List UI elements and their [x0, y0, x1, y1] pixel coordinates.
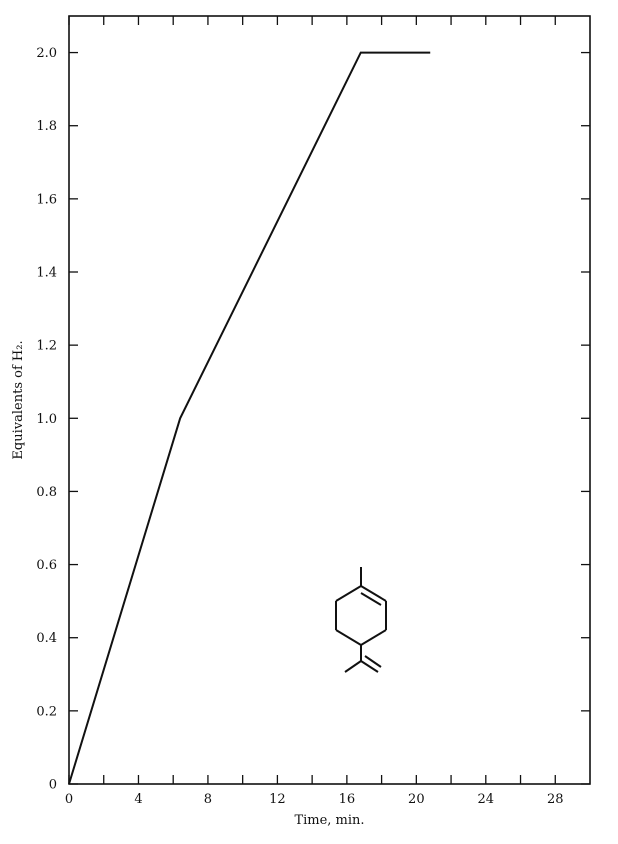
x-axis-tick-labels: 0 4 8 12 16 20 24 28 — [65, 792, 564, 807]
y-tick-label: 0 — [49, 778, 57, 793]
plot-frame — [68, 15, 591, 785]
y-tick-label: 1.8 — [36, 119, 57, 134]
x-tick-label: 0 — [65, 792, 73, 807]
y-axis-title: Equivalents of H₂. — [11, 340, 26, 459]
y-tick-label: 0.8 — [36, 485, 57, 500]
x-tick-label: 24 — [478, 792, 495, 807]
x-axis-ticks — [68, 16, 556, 784]
bond-ring-1 — [360, 585, 387, 602]
bond-ring-6 — [335, 585, 362, 602]
y-tick-label: 0.4 — [36, 631, 57, 646]
bond-methyl-2 — [344, 660, 362, 673]
series-line — [68, 51, 431, 785]
y-tick-label: 1.2 — [36, 339, 57, 354]
x-tick-label: 4 — [134, 792, 142, 807]
y-axis-tick-labels: 0 0.2 0.4 0.6 0.8 1.0 1.2 1.4 1.6 1.8 2.0 — [36, 46, 57, 792]
bond-ring-3 — [360, 629, 387, 646]
limonene-structure-icon — [335, 567, 387, 673]
bond-methylene-double — [364, 655, 382, 668]
x-tick-label: 16 — [339, 792, 356, 807]
y-tick-label: 1.6 — [36, 192, 57, 207]
x-tick-label: 28 — [547, 792, 564, 807]
y-tick-label: 0.6 — [36, 558, 57, 573]
bond-ring-4 — [335, 629, 362, 646]
x-axis-title: Time, min. — [294, 813, 364, 828]
y-tick-label: 1.4 — [36, 266, 57, 281]
series-layer — [68, 51, 431, 785]
y-axis-ticks — [69, 51, 590, 785]
y-tick-label: 2.0 — [36, 46, 57, 61]
bond-ring-1-double — [360, 592, 382, 606]
bond-methylene — [360, 660, 379, 673]
y-tick-label: 1.0 — [36, 412, 57, 427]
x-tick-label: 8 — [204, 792, 212, 807]
x-tick-label: 20 — [408, 792, 425, 807]
x-tick-label: 12 — [269, 792, 286, 807]
y-tick-label: 0.2 — [36, 704, 57, 719]
